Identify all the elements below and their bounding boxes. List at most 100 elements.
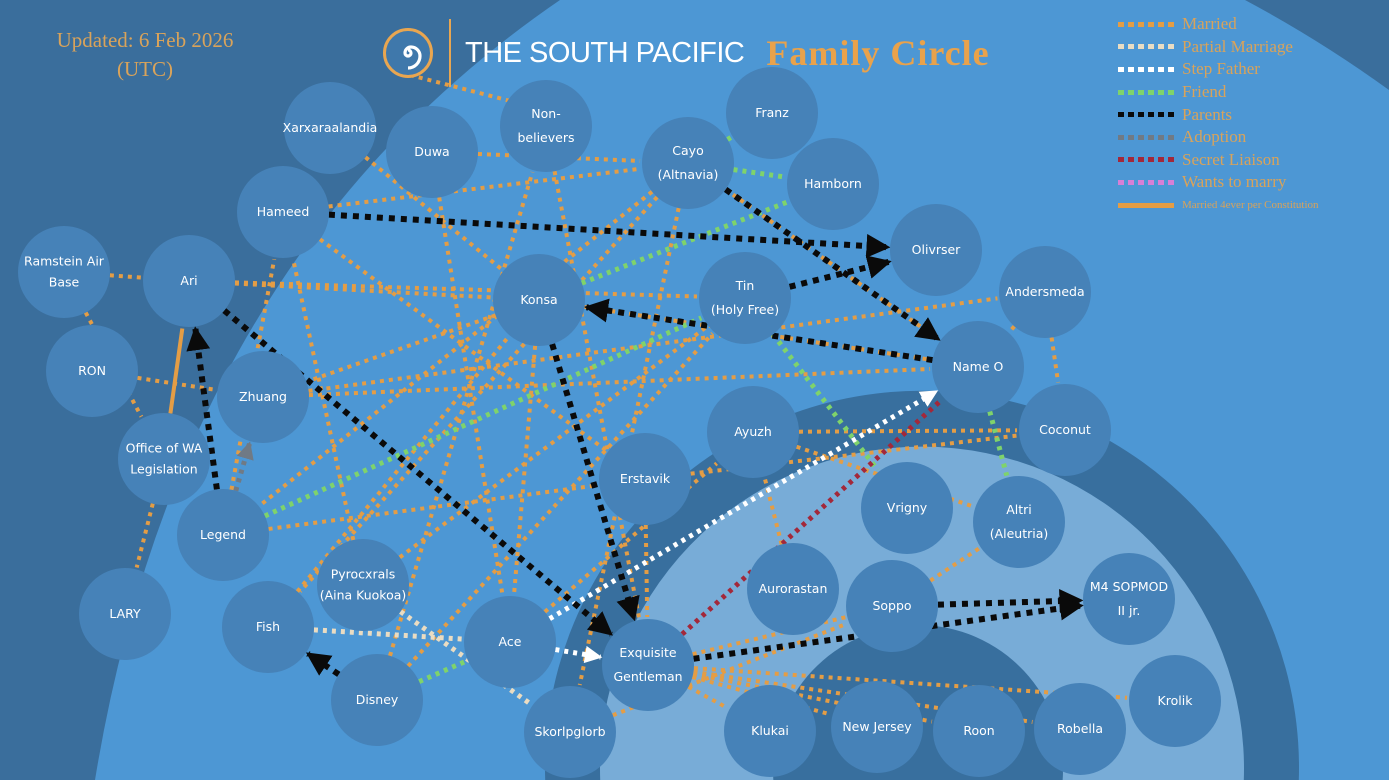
node-pyro[interactable]: Pyrocxrals(Aina Kuokoa) <box>317 539 409 631</box>
node-circle[interactable] <box>787 138 879 230</box>
edge-married-konsa-ace <box>512 345 538 595</box>
legend-item-adoption: Adoption <box>1118 126 1319 149</box>
node-label: Aurorastan <box>759 581 828 596</box>
node-circle[interactable] <box>217 351 309 443</box>
node-circle[interactable] <box>973 476 1065 568</box>
node-label: (Holy Free) <box>711 302 779 317</box>
node-circle[interactable] <box>500 80 592 172</box>
node-olivrser[interactable]: Olivrser <box>890 204 982 296</box>
node-label: RON <box>78 363 106 378</box>
node-circle[interactable] <box>143 235 235 327</box>
node-aurorastan[interactable]: Aurorastan <box>747 543 839 635</box>
node-circle[interactable] <box>726 67 818 159</box>
node-cayo[interactable]: Cayo(Altnavia) <box>642 117 734 209</box>
node-circle[interactable] <box>317 539 409 631</box>
edge-married-andersmeda-nameo <box>1008 324 1016 333</box>
node-hamborn[interactable]: Hamborn <box>787 138 879 230</box>
node-circle[interactable] <box>1034 683 1126 775</box>
node-circle[interactable] <box>118 413 210 505</box>
legend-swatch <box>1118 202 1174 208</box>
node-ron[interactable]: RON <box>46 325 138 417</box>
node-circle[interactable] <box>846 560 938 652</box>
node-lary[interactable]: LARY <box>79 568 171 660</box>
node-nameo[interactable]: Name O <box>932 321 1024 413</box>
node-label: New Jersey <box>842 719 912 734</box>
node-circle[interactable] <box>464 596 556 688</box>
node-circle[interactable] <box>524 686 616 778</box>
node-tin[interactable]: Tin (Holy Free) <box>699 252 791 344</box>
edge-married-ari-konsa <box>234 281 492 300</box>
node-label: Name O <box>953 359 1004 374</box>
node-zhuang[interactable]: Zhuang <box>217 351 309 443</box>
edge-married-pyro-hameed <box>291 258 356 541</box>
node-legend[interactable]: Legend <box>177 489 269 581</box>
node-xarx[interactable]: Xarxaraalandia <box>283 82 378 174</box>
node-circle[interactable] <box>222 581 314 673</box>
node-ari[interactable]: Ari <box>143 235 235 327</box>
node-circle[interactable] <box>237 166 329 258</box>
node-roon[interactable]: Roon <box>933 685 1025 777</box>
node-circle[interactable] <box>177 489 269 581</box>
node-hameed[interactable]: Hameed <box>237 166 329 258</box>
node-andersmeda[interactable]: Andersmeda <box>999 246 1091 338</box>
node-label: Ace <box>499 634 522 649</box>
node-label: M4 SOPMOD <box>1090 579 1168 594</box>
node-circle[interactable] <box>724 685 816 777</box>
node-circle[interactable] <box>1019 384 1111 476</box>
node-franz[interactable]: Franz <box>726 67 818 159</box>
node-circle[interactable] <box>493 254 585 346</box>
node-soppo[interactable]: Soppo <box>846 560 938 652</box>
node-krolik[interactable]: Krolik <box>1129 655 1221 747</box>
node-circle[interactable] <box>699 252 791 344</box>
node-circle[interactable] <box>46 325 138 417</box>
node-circle[interactable] <box>933 685 1025 777</box>
node-circle[interactable] <box>331 654 423 746</box>
node-circle[interactable] <box>284 82 376 174</box>
node-nonbel[interactable]: Non-believers <box>500 80 592 172</box>
updated-timezone: (UTC) <box>117 57 173 81</box>
node-circle[interactable] <box>861 462 953 554</box>
node-circle[interactable] <box>599 433 691 525</box>
node-altri[interactable]: Altri(Aleutria) <box>973 476 1065 568</box>
node-skor[interactable]: Skorlpglorb <box>524 686 616 778</box>
node-circle[interactable] <box>386 106 478 198</box>
node-label: Legend <box>200 527 246 542</box>
node-circle[interactable] <box>79 568 171 660</box>
node-label: Coconut <box>1039 422 1091 437</box>
node-label: Tin <box>735 278 755 293</box>
node-coconut[interactable]: Coconut <box>1019 384 1111 476</box>
node-robella[interactable]: Robella <box>1034 683 1126 775</box>
node-circle[interactable] <box>1129 655 1221 747</box>
node-konsa[interactable]: Konsa <box>493 254 585 346</box>
node-circle[interactable] <box>890 204 982 296</box>
node-vrigny[interactable]: Vrigny <box>861 462 953 554</box>
legend-item-secret: Secret Liaison <box>1118 149 1319 172</box>
node-circle[interactable] <box>602 619 694 711</box>
node-circle[interactable] <box>831 681 923 773</box>
node-circle[interactable] <box>1083 553 1175 645</box>
node-newjersey[interactable]: New Jersey <box>831 681 923 773</box>
node-label: LARY <box>109 606 141 621</box>
node-disney[interactable]: Disney <box>331 654 423 746</box>
node-circle[interactable] <box>932 321 1024 413</box>
node-circle[interactable] <box>642 117 734 209</box>
edge-friend-cayo-franz <box>726 135 733 142</box>
node-label: Ayuzh <box>734 424 772 439</box>
node-circle[interactable] <box>747 543 839 635</box>
node-fish[interactable]: Fish <box>222 581 314 673</box>
node-circle[interactable] <box>707 386 799 478</box>
edge-married-skor-soppo <box>612 621 849 718</box>
node-duwa[interactable]: Duwa <box>386 106 478 198</box>
edge-married-cayo-fish <box>298 195 659 593</box>
node-erstavik[interactable]: Erstavik <box>599 433 691 525</box>
node-ace[interactable]: Ace <box>464 596 556 688</box>
edge-parents-tin-olivrser <box>788 255 892 290</box>
node-klukai[interactable]: Klukai <box>724 685 816 777</box>
node-ayuzh[interactable]: Ayuzh <box>707 386 799 478</box>
node-circle[interactable] <box>999 246 1091 338</box>
node-circle[interactable] <box>18 226 110 318</box>
